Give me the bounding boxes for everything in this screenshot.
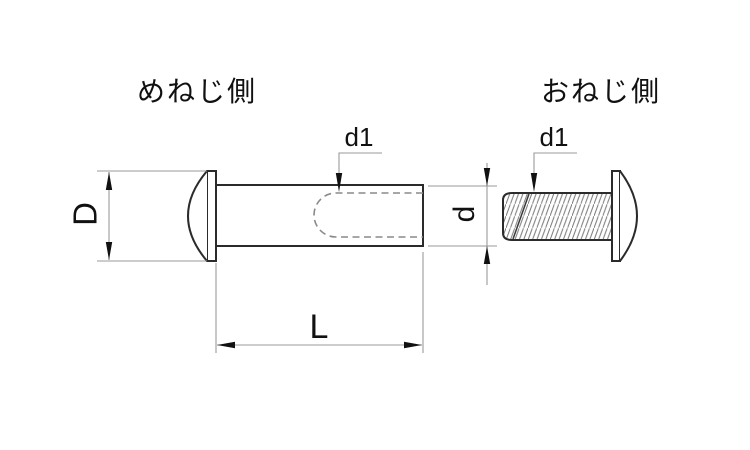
dimension-L: L (215, 252, 424, 353)
label-d1-female: d1 (345, 122, 374, 152)
leader-d1-female: d1 (335, 122, 382, 192)
arrowhead-down (105, 242, 113, 260)
leader-line (533, 152, 577, 176)
arrowhead-up (483, 246, 491, 264)
title-female-side: めねじ側 (137, 76, 257, 107)
male-part (502, 170, 638, 262)
internal-thread-hidden-line (313, 192, 423, 238)
arrowhead-left (217, 341, 235, 349)
label-head-diameter: D (67, 202, 104, 226)
leader-d1-male: d1 (530, 122, 577, 192)
label-d1-male: d1 (540, 122, 569, 152)
female-head-flange (206, 170, 217, 262)
dimension-d: d (428, 163, 497, 285)
leader-line (338, 152, 382, 176)
female-part (187, 170, 424, 262)
title-male-side: おねじ側 (541, 76, 661, 107)
arrowhead-down (483, 168, 491, 186)
male-head-flange (611, 170, 621, 262)
label-shaft-diameter: d (448, 206, 481, 223)
arrowhead-down (335, 173, 343, 192)
label-length: L (310, 308, 329, 346)
male-head-dome (619, 170, 638, 262)
arrowhead-down (530, 173, 538, 192)
thread-runout-line (512, 193, 530, 240)
arrowhead-right (404, 341, 422, 349)
dimension-D: D (67, 170, 207, 262)
female-head-dome (187, 170, 208, 262)
arrowhead-up (105, 172, 113, 190)
male-threaded-shaft (502, 192, 613, 241)
